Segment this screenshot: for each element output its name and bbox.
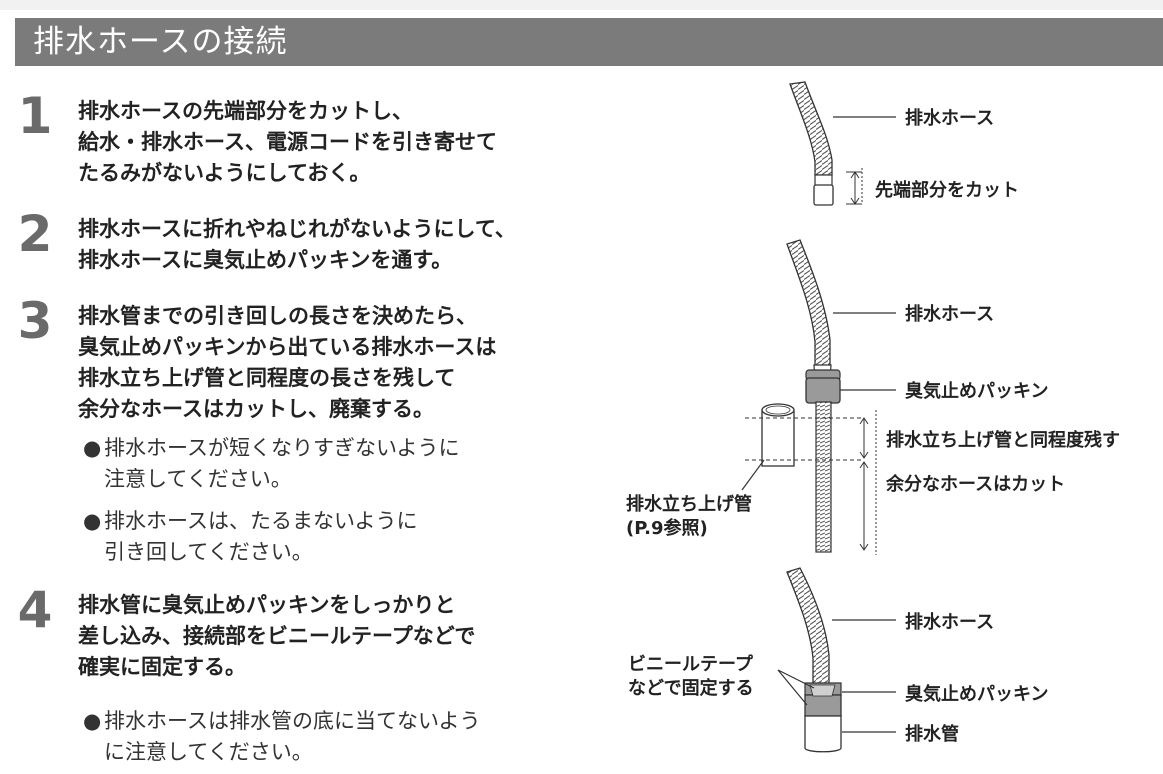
fig2-riser-pipe (761, 403, 795, 467)
step-2: 2 排水ホースに折れやねじれがないようにして、 排水ホースに臭気止めパッキンを通… (18, 206, 516, 276)
fig2-packing (805, 369, 841, 404)
fig2-hose (786, 239, 832, 383)
section-header: 排水ホースの接続 (15, 18, 1163, 66)
fig2-hose-lower (815, 401, 832, 553)
step-text-line: 排水ホースに折れやねじれがないようにして、 (78, 217, 516, 241)
step-text-line: 差し込み、接続部をビニールテープなどで (78, 624, 476, 648)
note-text: に注意してください。 (104, 740, 313, 764)
step-number: 2 (17, 205, 53, 263)
fig3-drain-pipe-label: 排水管 (905, 724, 959, 745)
step-text-line: 余分なホースはカットし、廃棄する。 (78, 397, 434, 421)
note-text: 排水ホースは排水管の底に当てないよう (104, 709, 481, 733)
fig2-hose-label: 排水ホース (905, 304, 995, 325)
note-3: ●排水ホースは排水管の底に当てないよう に注意してください。 (83, 706, 481, 768)
step-text-line: 排水管に臭気止めパッキンをしっかりと (78, 593, 456, 617)
step-text-line: 臭気止めパッキンから出ている排水ホースは (78, 335, 497, 359)
step-text-line: 給水・排水ホース、電源コードを引き寄せて (78, 130, 497, 154)
step-text-line: 排水立ち上げ管と同程度の長さを残して (78, 366, 456, 390)
fig2-cut-extra-label: 余分なホースはカット (886, 474, 1066, 495)
fig3-packing (804, 682, 842, 717)
step-text-line: たるみがないようにしておく。 (78, 161, 371, 185)
step-4: 4 排水管に臭気止めパッキンをしっかりと 差し込み、接続部をビニールテープなどで… (18, 582, 476, 683)
bullet: ● (83, 509, 102, 533)
step-text-line: 排水ホースの先端部分をカットし、 (78, 99, 413, 123)
note-text: 排水ホースは、たるまないように (104, 509, 418, 533)
fig3-drain-pipe (804, 715, 842, 753)
fig3-hose-label: 排水ホース (905, 612, 995, 633)
step-number: 1 (17, 87, 53, 145)
fig2-riser-label: 排水立ち上げ管 (626, 494, 752, 515)
bullet: ● (83, 709, 102, 733)
diagram-illustration (741, 81, 896, 753)
fig2-packing-label: 臭気止めパッキン (905, 381, 1049, 402)
note-text: 注意してください。 (104, 467, 292, 491)
note-text: 排水ホースが短くなりすぎないように (104, 436, 460, 460)
fig1-cut-label: 先端部分をカット (875, 180, 1019, 201)
note-1: ●排水ホースが短くなりすぎないように 注意してください。 (83, 433, 460, 495)
step-number: 4 (17, 581, 53, 639)
installation-diagram: 排水ホース 先端部分をカット 排水ホース 臭気止めパッキン 排水立ち上げ管と同程… (600, 80, 1160, 770)
step-text-line: 排水管までの引き回しの長さを決めたら、 (78, 304, 477, 328)
fig3-tape-label-2: などで固定する (628, 678, 754, 699)
fig3-packing-label: 臭気止めパッキン (905, 684, 1049, 705)
step-number: 3 (17, 292, 53, 350)
step-3: 3 排水管までの引き回しの長さを決めたら、 臭気止めパッキンから出ている排水ホー… (18, 293, 497, 425)
fig2-riser-ref: (P.9参照) (626, 518, 708, 539)
top-strip (0, 0, 1163, 10)
step-text-line: 確実に固定する。 (78, 655, 246, 679)
note-text: 引き回してください。 (104, 540, 313, 564)
step-text-line: 排水ホースに臭気止めパッキンを通す。 (78, 248, 453, 272)
fig2-leave-label: 排水立ち上げ管と同程度残す (886, 430, 1120, 451)
fig3-hose (786, 567, 830, 691)
section-title: 排水ホースの接続 (33, 24, 288, 60)
step-1: 1 排水ホースの先端部分をカットし、 給水・排水ホース、電源コードを引き寄せて … (18, 88, 497, 189)
bullet: ● (83, 436, 102, 460)
fig1-hose-label: 排水ホース (905, 108, 995, 129)
fig3-tape-label: ビニールテープ (628, 654, 753, 675)
fig1-hose (789, 81, 834, 206)
note-2: ●排水ホースは、たるまないように 引き回してください。 (83, 506, 418, 568)
